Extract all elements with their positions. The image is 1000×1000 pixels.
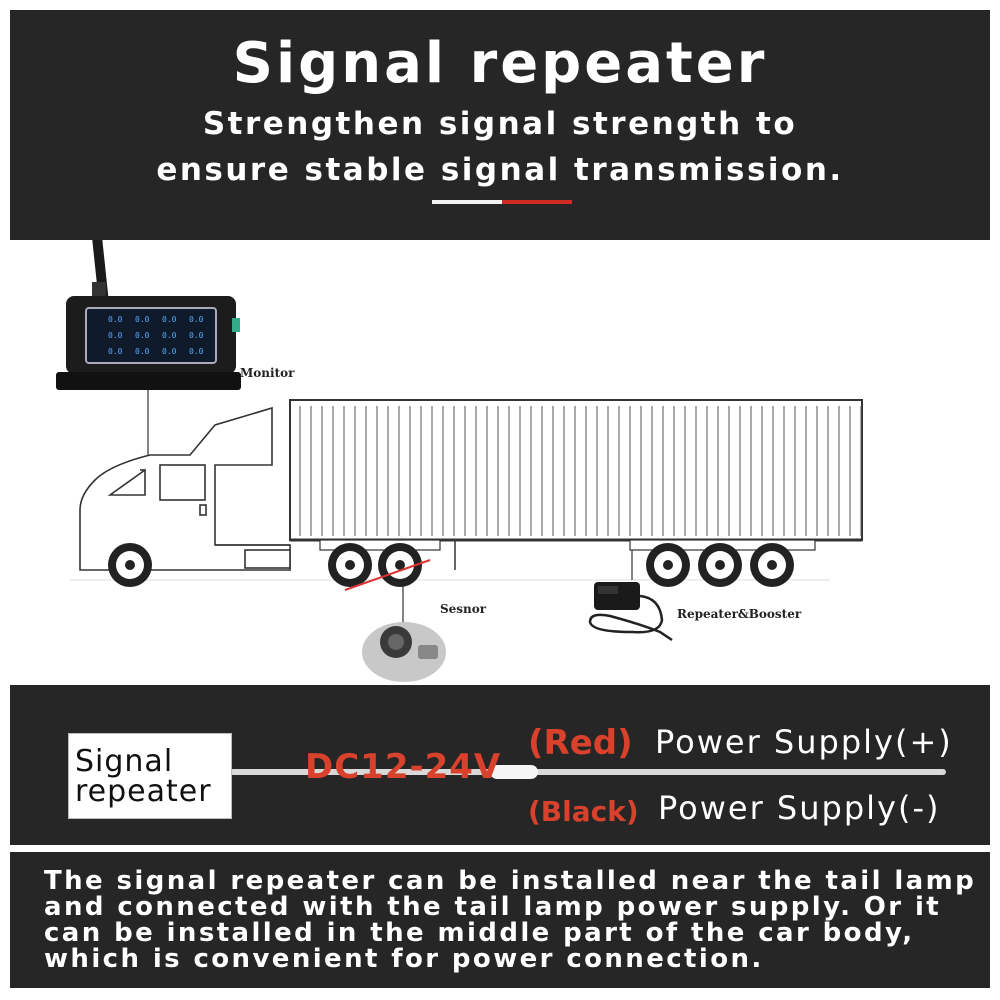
wheels: [108, 543, 794, 587]
screen-reading: 0.0: [108, 347, 123, 356]
sensor-marker: [344, 559, 431, 591]
truck-illustration: 0.0 0.0 0.0 0.0 0.0 0.0 0.0 0.0 0.0 0.0 0.0 0.0: [56, 212, 863, 682]
screen-reading: 0.0: [135, 331, 150, 340]
accent-red: [502, 200, 572, 204]
trailer: [289, 399, 863, 570]
signal-repeater-label-1: Signal: [75, 744, 174, 779]
power-supply-negative: Power Supply(-): [658, 789, 941, 827]
cable-junction: [490, 765, 538, 779]
wheel: [750, 543, 794, 587]
subtitle-line-2: ensure stable signal transmission.: [156, 152, 844, 188]
wiring-panel: Signal repeater DC12-24V (Red) (Black) P…: [10, 685, 990, 845]
description-panel: The signal repeater can be installed nea…: [10, 852, 990, 988]
screen-reading: 0.0: [108, 331, 123, 340]
power-cable: [230, 769, 946, 775]
screen-reading: 0.0: [108, 315, 123, 324]
wheel: [646, 543, 690, 587]
truck-cab: [79, 406, 291, 571]
installation-diagram: 0.0 0.0 0.0 0.0 0.0 0.0 0.0 0.0 0.0 0.0 0.0 0.0 Mon…: [0, 212, 1000, 685]
sensor-device: [362, 622, 446, 682]
description-line-4: which is convenient for power connection…: [44, 944, 764, 974]
page-title: Signal repeater: [232, 31, 768, 96]
signal-repeater-box: Signal repeater: [68, 733, 232, 819]
screen-reading: 0.0: [162, 315, 177, 324]
power-supply-positive: Power Supply(+): [655, 723, 953, 761]
black-wire-label: (Black): [528, 795, 639, 828]
screen-reading: 0.0: [189, 331, 204, 340]
description-line-1: The signal repeater can be installed nea…: [44, 866, 977, 896]
sensor-label: Sesnor: [440, 602, 487, 616]
screen-reading: 0.0: [189, 315, 204, 324]
screen-reading: 0.0: [135, 347, 150, 356]
voltage-label: DC12-24V: [305, 747, 502, 787]
repeater-device: [588, 582, 673, 642]
header-panel: Signal repeater Strengthen signal streng…: [10, 10, 990, 240]
screen-reading: 0.0: [162, 331, 177, 340]
signal-repeater-label-2: repeater: [75, 774, 212, 809]
repeater-label: Repeater&Booster: [677, 607, 802, 621]
wheel: [108, 543, 152, 587]
wheel: [328, 543, 372, 587]
screen-reading: 0.0: [162, 347, 177, 356]
screen-reading: 0.0: [135, 315, 150, 324]
monitor-device: 0.0 0.0 0.0 0.0 0.0 0.0 0.0 0.0 0.0 0.0 0.0 0.0: [56, 212, 241, 390]
screen-reading: 0.0: [189, 347, 204, 356]
monitor-label: Monitor: [240, 366, 295, 380]
wheel: [698, 543, 742, 587]
description-line-2: and connected with the tail lamp power s…: [44, 892, 942, 922]
accent-divider: [432, 200, 572, 204]
subtitle-line-1: Strengthen signal strength to: [202, 106, 798, 142]
description-line-3: can be installed in the middle part of t…: [44, 918, 915, 948]
red-wire-label: (Red): [528, 723, 633, 763]
accent-white: [432, 200, 502, 204]
